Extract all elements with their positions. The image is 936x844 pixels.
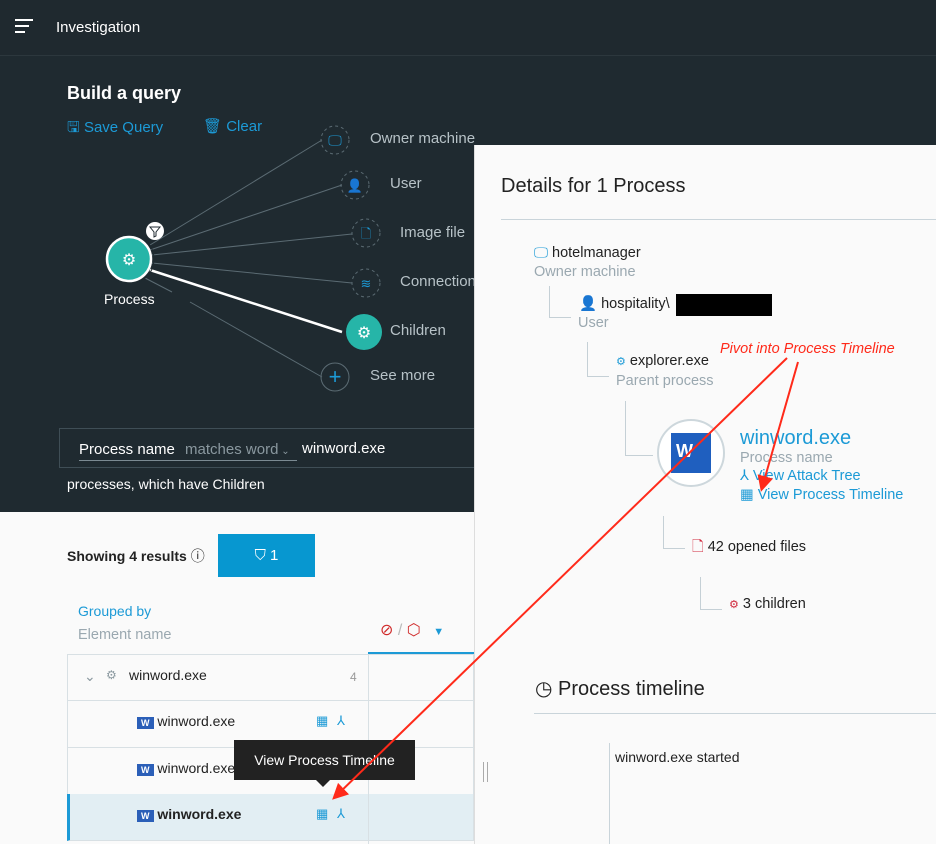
- node-children[interactable]: Children: [390, 322, 446, 339]
- column-sort-header[interactable]: ⊘ / ⬡ ▼: [380, 622, 445, 639]
- view-process-timeline-link[interactable]: ▦ View Process Timeline: [740, 487, 904, 503]
- sort-caret-icon: ▼: [433, 626, 445, 638]
- table-row-content: W winword.exe: [137, 760, 235, 776]
- table-row-content: W winword.exe: [137, 713, 235, 729]
- table-row-content: W winword.exe: [137, 806, 241, 822]
- attack-tree-icon[interactable]: ⅄: [337, 713, 345, 728]
- tree-connector: [625, 401, 653, 456]
- timeline-icon[interactable]: ▦: [316, 713, 329, 728]
- process-name: winword.exe: [740, 427, 852, 449]
- clear-button[interactable]: 🗑 Clear: [203, 118, 263, 135]
- save-query-button[interactable]: 🖫 Save Query: [67, 119, 164, 136]
- tree-connector: [663, 516, 685, 549]
- clock-icon: ◷: [535, 678, 553, 700]
- group-count: 4: [350, 670, 357, 684]
- monitor-icon: 🖵: [534, 245, 548, 261]
- results-count: Showing 4 results ⓘ: [67, 548, 205, 564]
- info-icon[interactable]: ⓘ: [190, 548, 205, 564]
- redacted-block: [676, 294, 772, 316]
- gears-icon: ⚙: [729, 599, 739, 611]
- table-row-selected[interactable]: [67, 794, 474, 841]
- user-label: User: [578, 315, 609, 331]
- svg-text:👤: 👤: [347, 178, 363, 193]
- attack-tree-icon: ⅄: [740, 468, 749, 484]
- annotation-text: Pivot into Process Timeline: [720, 341, 895, 357]
- node-image-file[interactable]: Image file: [400, 224, 466, 241]
- page-title: Investigation: [56, 19, 141, 36]
- tree-connector: [587, 342, 609, 377]
- owner-machine-label: Owner machine: [534, 264, 636, 280]
- file-icon: 🗋: [692, 539, 704, 555]
- node-owner-machine[interactable]: Owner machine: [370, 130, 476, 147]
- filter-icon: ⛉: [254, 547, 266, 564]
- filter-value[interactable]: winword.exe: [302, 440, 386, 457]
- process-avatar: W: [657, 419, 725, 487]
- filter-button[interactable]: ⛉ 1: [218, 534, 315, 577]
- word-icon: W: [671, 433, 711, 473]
- children-link[interactable]: ⚙ 3 children: [729, 596, 806, 612]
- query-graph: 🖵 👤 🗋 ≋ + ⚙ ⚙: [103, 125, 382, 392]
- svg-text:≋: ≋: [361, 276, 372, 291]
- node-user[interactable]: User: [390, 175, 422, 192]
- group-name: winword.exe: [129, 667, 207, 683]
- svg-text:🖵: 🖵: [328, 132, 342, 148]
- svg-text:⚙: ⚙: [122, 252, 136, 269]
- node-connection[interactable]: Connection: [400, 273, 476, 290]
- tooltip-arrow: [316, 780, 330, 787]
- details-title: Details for 1 Process: [501, 175, 686, 197]
- divider: [501, 219, 936, 220]
- hamburger-icon[interactable]: [15, 19, 33, 33]
- gears-icon: ⚙: [106, 668, 117, 682]
- svg-text:+: +: [329, 364, 342, 389]
- group-field: Element name: [78, 627, 172, 643]
- divider: [534, 713, 936, 714]
- node-see-more[interactable]: See more: [370, 367, 436, 384]
- user-link[interactable]: 👤 hospitality\: [579, 296, 670, 312]
- view-attack-tree-link[interactable]: ⅄ View Attack Tree: [740, 468, 861, 484]
- top-bar: Investigation: [0, 0, 936, 56]
- process-name-label: Process name: [740, 450, 833, 466]
- word-icon: W: [137, 764, 154, 776]
- owner-machine-link[interactable]: 🖵 hotelmanager: [534, 245, 641, 261]
- timeline-icon[interactable]: ▦: [316, 806, 329, 821]
- owner-machine-node: [320, 125, 350, 155]
- filter-field[interactable]: Process name matches word ⌄: [79, 441, 297, 461]
- timeline-event[interactable]: winword.exe started: [615, 749, 740, 765]
- malop-icon: ⬡: [406, 622, 421, 639]
- grouped-by-label[interactable]: Grouped by: [78, 603, 152, 619]
- resize-handle[interactable]: [483, 762, 488, 782]
- timeline-icon: ▦: [740, 487, 754, 503]
- word-icon: W: [137, 717, 154, 729]
- tree-connector: [549, 286, 571, 318]
- trash-icon: 🗑: [203, 118, 223, 135]
- svg-text:⚙: ⚙: [357, 325, 371, 342]
- query-title: Build a query: [67, 83, 182, 103]
- save-icon: 🖫: [67, 119, 80, 136]
- parent-process-link[interactable]: ⚙ explorer.exe: [616, 353, 709, 369]
- timeline-axis: [609, 743, 610, 844]
- process-node-label[interactable]: Process: [104, 291, 155, 307]
- timeline-header: ◷ Process timeline: [535, 678, 705, 700]
- svg-text:🗋: 🗋: [361, 226, 371, 241]
- parent-process-label: Parent process: [616, 373, 714, 389]
- chevron-down-icon: ⌄: [278, 446, 290, 457]
- gears-icon: ⚙: [616, 356, 626, 368]
- chevron-down-icon[interactable]: ⌄: [84, 668, 96, 684]
- query-summary: processes, which have Children: [67, 476, 265, 492]
- tooltip: View Process Timeline: [234, 740, 415, 780]
- word-icon: W: [137, 810, 154, 822]
- tree-connector: [700, 577, 722, 610]
- opened-files-link[interactable]: 🗋 42 opened files: [692, 539, 807, 555]
- activity-icon: ⊘: [380, 622, 394, 639]
- attack-tree-icon[interactable]: ⅄: [337, 806, 345, 821]
- user-icon: 👤: [579, 296, 598, 312]
